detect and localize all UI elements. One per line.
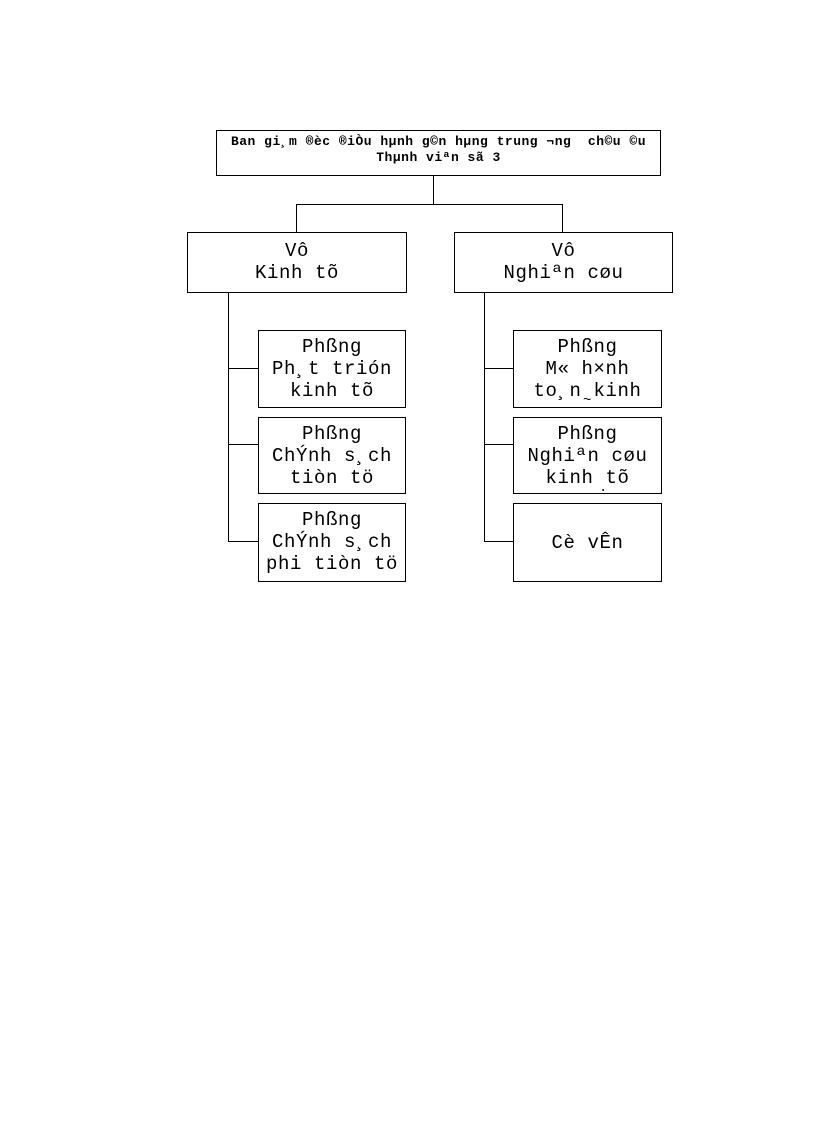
unit-box-mo-hinh-toan-kinh-te: Phßng M« h×nh to¸n kinh ~ <box>513 330 662 408</box>
unit-l1-line-2: Ph¸t trión <box>271 358 393 380</box>
connector-left-stub-1 <box>229 368 258 369</box>
dept-box-kinh-te: Vô Kinh tõ <box>187 232 407 293</box>
dept-nghien-cuu-line-1: Vô <box>551 240 576 262</box>
connector-left-stub-2 <box>229 444 258 445</box>
connector-root-vertical <box>433 176 434 205</box>
connector-right-rail <box>484 293 485 542</box>
unit-r1-clipped-text: ~ <box>582 397 592 406</box>
dept-kinh-te-line-2: Kinh tõ <box>254 262 339 284</box>
org-root-box: Ban gi¸m ®èc ®iÒu hµnh g©n hµng trung ¬n… <box>216 130 661 176</box>
dept-kinh-te-line-1: Vô <box>284 240 309 262</box>
unit-r2-line-3: kinh tõ <box>545 467 630 489</box>
unit-l3-line-2: ChÝnh s¸ch <box>271 531 393 553</box>
org-root-line-2: Thµnh viªn sã 3 <box>376 150 501 165</box>
unit-l1-line-3: kinh tõ <box>289 380 374 402</box>
unit-l2-line-1: Phßng <box>301 423 362 445</box>
connector-right-stub-2 <box>485 444 513 445</box>
unit-r1-line-3: to¸n kinh <box>533 380 642 402</box>
dept-box-nghien-cuu: Vô Nghiªn cøu <box>454 232 673 293</box>
connector-left-dept-drop <box>296 205 297 232</box>
unit-box-chinh-sach-tien-te: Phßng ChÝnh s¸ch tiòn tö <box>258 417 406 494</box>
connector-right-dept-drop <box>562 205 563 232</box>
connector-left-stub-3 <box>229 541 258 542</box>
unit-r2-clipped-text: . <box>599 485 607 491</box>
connector-left-rail <box>228 293 229 542</box>
connector-main-horizontal <box>296 204 563 205</box>
unit-r2-line-1: Phßng <box>557 423 618 445</box>
unit-r2-line-2: Nghiªn cøu <box>527 445 648 467</box>
unit-r1-line-2: M« h×nh <box>545 358 630 380</box>
connector-right-stub-3 <box>485 541 513 542</box>
unit-l3-line-1: Phßng <box>301 509 362 531</box>
unit-box-chinh-sach-phi-tien-te: Phßng ChÝnh s¸ch phi tiòn tö <box>258 503 406 582</box>
unit-box-co-van: Cè vÊn <box>513 503 662 582</box>
unit-l1-line-1: Phßng <box>301 336 362 358</box>
unit-r1-line-1: Phßng <box>557 336 618 358</box>
unit-box-phat-trien-kinh-te: Phßng Ph¸t trión kinh tõ <box>258 330 406 408</box>
unit-r3-line-1: Cè vÊn <box>551 531 624 554</box>
unit-l2-line-3: tiòn tö <box>289 467 374 489</box>
dept-nghien-cuu-line-2: Nghiªn cøu <box>503 262 624 284</box>
unit-l2-line-2: ChÝnh s¸ch <box>271 445 393 467</box>
org-root-line-1: Ban gi¸m ®èc ®iÒu hµnh g©n hµng trung ¬n… <box>230 134 647 149</box>
unit-box-nghien-cuu-kinh-te: Phßng Nghiªn cøu kinh tõ . <box>513 417 662 494</box>
unit-l3-line-3: phi tiòn tö <box>265 553 399 575</box>
connector-right-stub-1 <box>485 368 513 369</box>
